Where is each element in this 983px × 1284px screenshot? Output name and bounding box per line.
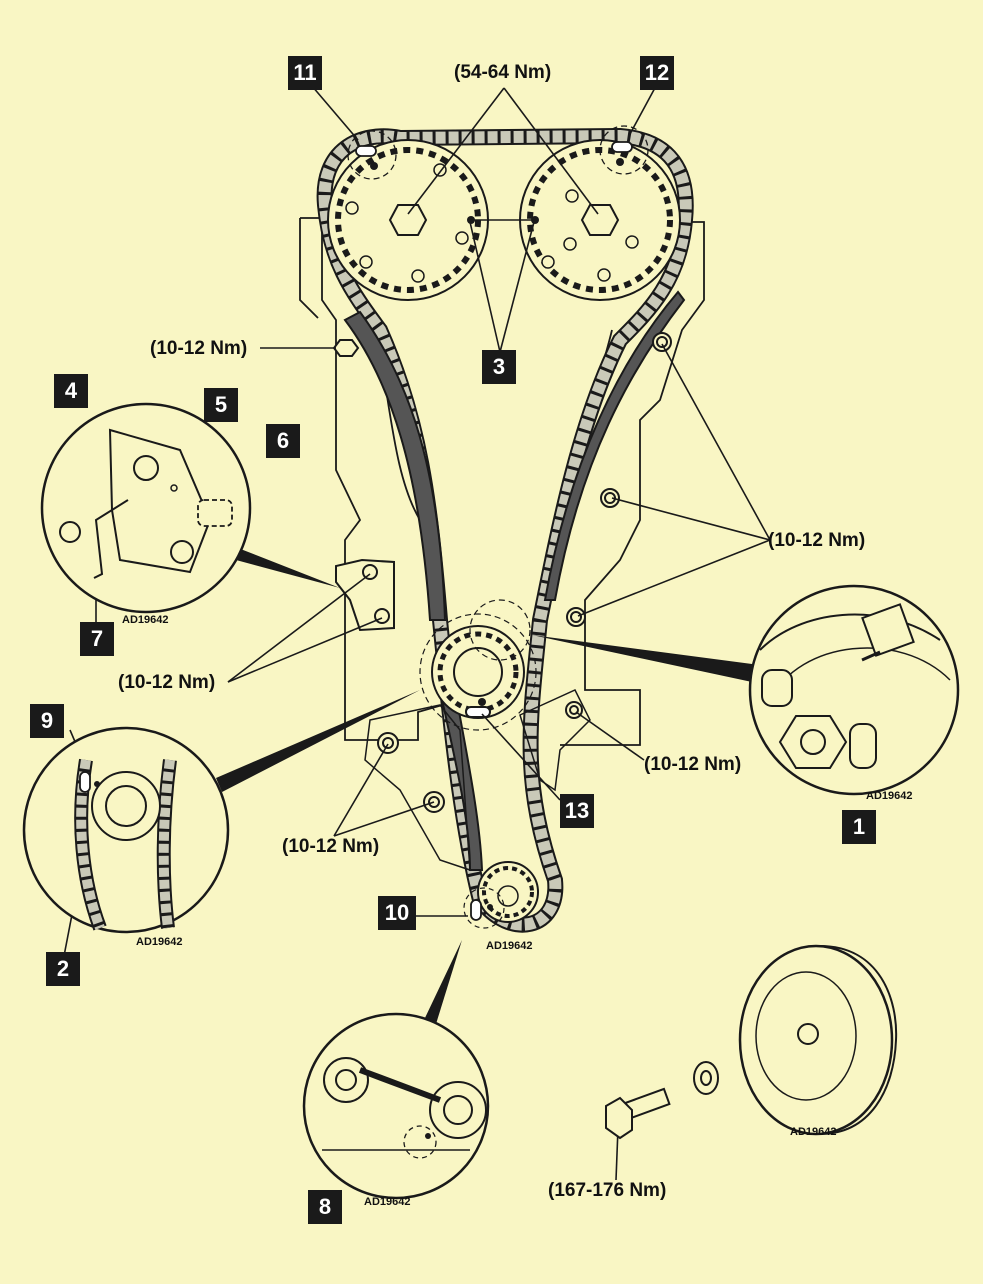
callout-12: 12 xyxy=(640,56,674,90)
crankshaft-sprocket xyxy=(419,599,537,731)
zoom-wedge-oilpump xyxy=(424,940,462,1024)
bolt-upper-left xyxy=(332,339,360,357)
torque-right-guide-bolts: (10-12 Nm) xyxy=(768,530,866,551)
callout-8: 8 xyxy=(308,1190,342,1224)
callout-9: 9 xyxy=(30,704,64,738)
callout-4: 4 xyxy=(54,374,88,408)
detail-view-crank-left xyxy=(22,726,230,934)
figure-code-crank-detail: AD19642 xyxy=(136,936,183,948)
zoom-wedge-crank-right xyxy=(532,635,752,682)
detail-view-crank-pulley xyxy=(748,584,960,796)
bolts xyxy=(332,332,672,813)
oil-pump-sprocket xyxy=(463,861,539,929)
callout-7: 7 xyxy=(80,622,114,656)
torque-tensioner-bolts: (10-12 Nm) xyxy=(118,672,216,693)
callout-13: 13 xyxy=(560,794,594,828)
figure-code-tensioner: AD19642 xyxy=(122,614,169,626)
callout-5: 5 xyxy=(204,388,238,422)
exhaust-camshaft-sprocket xyxy=(519,139,681,301)
torque-lower-right-bolt: (10-12 Nm) xyxy=(644,754,742,775)
chain-tensioner xyxy=(335,558,395,632)
callout-3: 3 xyxy=(482,350,516,384)
figure-code-oilpump: AD19642 xyxy=(364,1196,411,1208)
figure-code-pulley: AD19642 xyxy=(790,1126,837,1138)
detail-view-tensioner xyxy=(40,402,252,614)
figure-code-pulley-detail: AD19642 xyxy=(866,790,913,802)
torque-upper-left-bolt: (10-12 Nm) xyxy=(150,338,248,359)
left-chain-guide xyxy=(343,310,447,621)
crank-pulley-assembly xyxy=(605,944,898,1140)
detail-view-oil-pump xyxy=(302,1012,490,1200)
right-chain-guide xyxy=(543,290,686,601)
zoom-wedge-crank-left xyxy=(216,690,420,792)
lower-chain-guide xyxy=(438,689,484,871)
callout-2: 2 xyxy=(46,952,80,986)
zoom-wedge-tensioner xyxy=(236,548,340,588)
figure-code-main: AD19642 xyxy=(486,940,533,952)
torque-lower-guide-bolts: (10-12 Nm) xyxy=(282,836,380,857)
torque-pulley-bolt: (167-176 Nm) xyxy=(548,1180,667,1201)
callout-6: 6 xyxy=(266,424,300,458)
intake-camshaft-sprocket xyxy=(327,139,489,301)
torque-camshaft-bolts: (54-64 Nm) xyxy=(454,62,552,83)
callout-10: 10 xyxy=(378,896,416,930)
callout-1: 1 xyxy=(842,810,876,844)
callout-11: 11 xyxy=(288,56,322,90)
